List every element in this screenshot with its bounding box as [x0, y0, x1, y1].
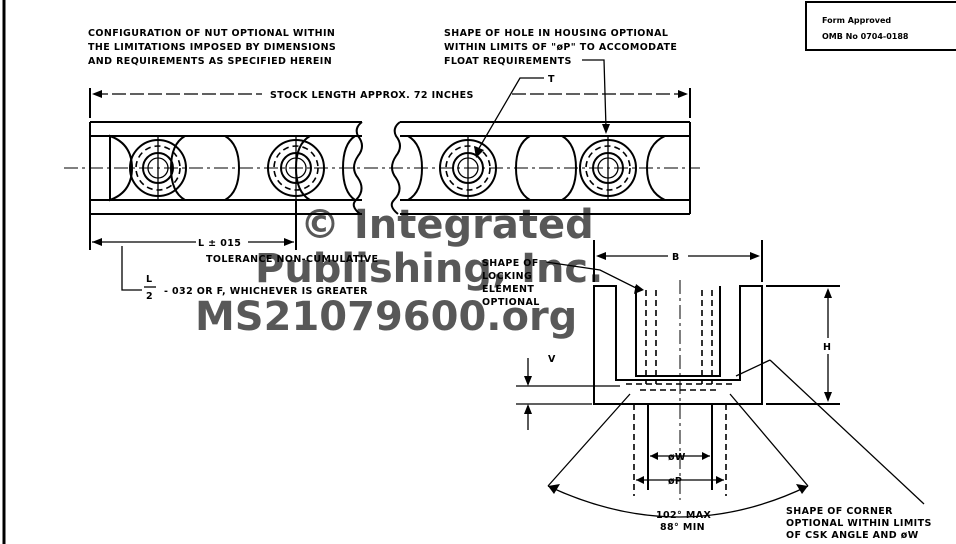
watermark-line-2: Publishing, Inc.: [255, 246, 603, 292]
form-approved-label: Form Approved: [822, 16, 891, 25]
hole-note-line-1: SHAPE OF HOLE IN HOUSING OPTIONAL: [444, 28, 668, 39]
watermark-line-1: © Integrated: [300, 202, 594, 248]
config-note-line-3: AND REQUIREMENTS AS SPECIFIED HEREIN: [88, 56, 332, 67]
half-l-note: L 2 - 032 OR F, WHICHEVER IS GREATER: [121, 246, 368, 302]
angle-min-label: 88° MIN: [660, 522, 705, 533]
locking-note-line-1: SHAPE OF: [482, 258, 539, 269]
channel-segment-left: [89, 121, 363, 215]
half-l-numerator: L: [146, 274, 152, 285]
angle-max-label: 102° MAX: [656, 510, 711, 521]
watermark: © Integrated Publishing, Inc. MS21079600…: [195, 202, 603, 340]
hole-note-line-3: FLOAT REQUIREMENTS: [444, 56, 572, 67]
float-leader: [582, 59, 607, 129]
locking-note-line-2: LOCKING: [482, 271, 532, 282]
l-dimension-label: L ± 015: [198, 238, 241, 249]
t-leader: [477, 77, 544, 151]
b-label: B: [672, 252, 680, 263]
stock-length-label: STOCK LENGTH APPROX. 72 INCHES: [270, 90, 474, 101]
corner-note-line-3: OF CSK ANGLE AND øW: [786, 530, 919, 541]
stock-length-dimension: STOCK LENGTH APPROX. 72 INCHES: [89, 88, 691, 118]
locking-note-line-3: ELEMENT: [482, 284, 534, 295]
locking-leader: [545, 261, 641, 291]
channel-segment-right: [390, 121, 691, 215]
omb-number: OMB No 0704-0188: [822, 32, 909, 41]
hole-note-line-2: WITHIN LIMITS OF "øP" TO ACCOMODATE: [444, 42, 677, 53]
watermark-line-3: MS21079600.org: [195, 294, 577, 340]
locking-note-line-4: OPTIONAL: [482, 297, 540, 308]
half-l-denominator: 2: [146, 291, 153, 302]
v-label: V: [548, 354, 556, 365]
form-approved-box: Form Approved OMB No 0704-0188: [805, 1, 956, 51]
corner-note-line-2: OPTIONAL WITHIN LIMITS: [786, 518, 932, 529]
h-label: H: [823, 342, 831, 353]
config-note-line-2: THE LIMITATIONS IMPOSED BY DIMENSIONS: [88, 42, 336, 53]
w-label: øW: [668, 452, 686, 463]
corner-note-line-1: SHAPE OF CORNER: [786, 506, 893, 517]
section-view: B H V: [516, 240, 840, 533]
corner-leader: [769, 359, 925, 505]
config-note-line-1: CONFIGURATION OF NUT OPTIONAL WITHIN: [88, 28, 335, 39]
tolerance-label: TOLERANCE NON-CUMULATIVE: [206, 254, 378, 265]
half-l-text: - 032 OR F, WHICHEVER IS GREATER: [164, 286, 368, 297]
l-dimension: L ± 015 TOLERANCE NON-CUMULATIVE: [89, 200, 378, 265]
t-label: T: [548, 74, 555, 85]
p-label: øP: [668, 476, 682, 487]
